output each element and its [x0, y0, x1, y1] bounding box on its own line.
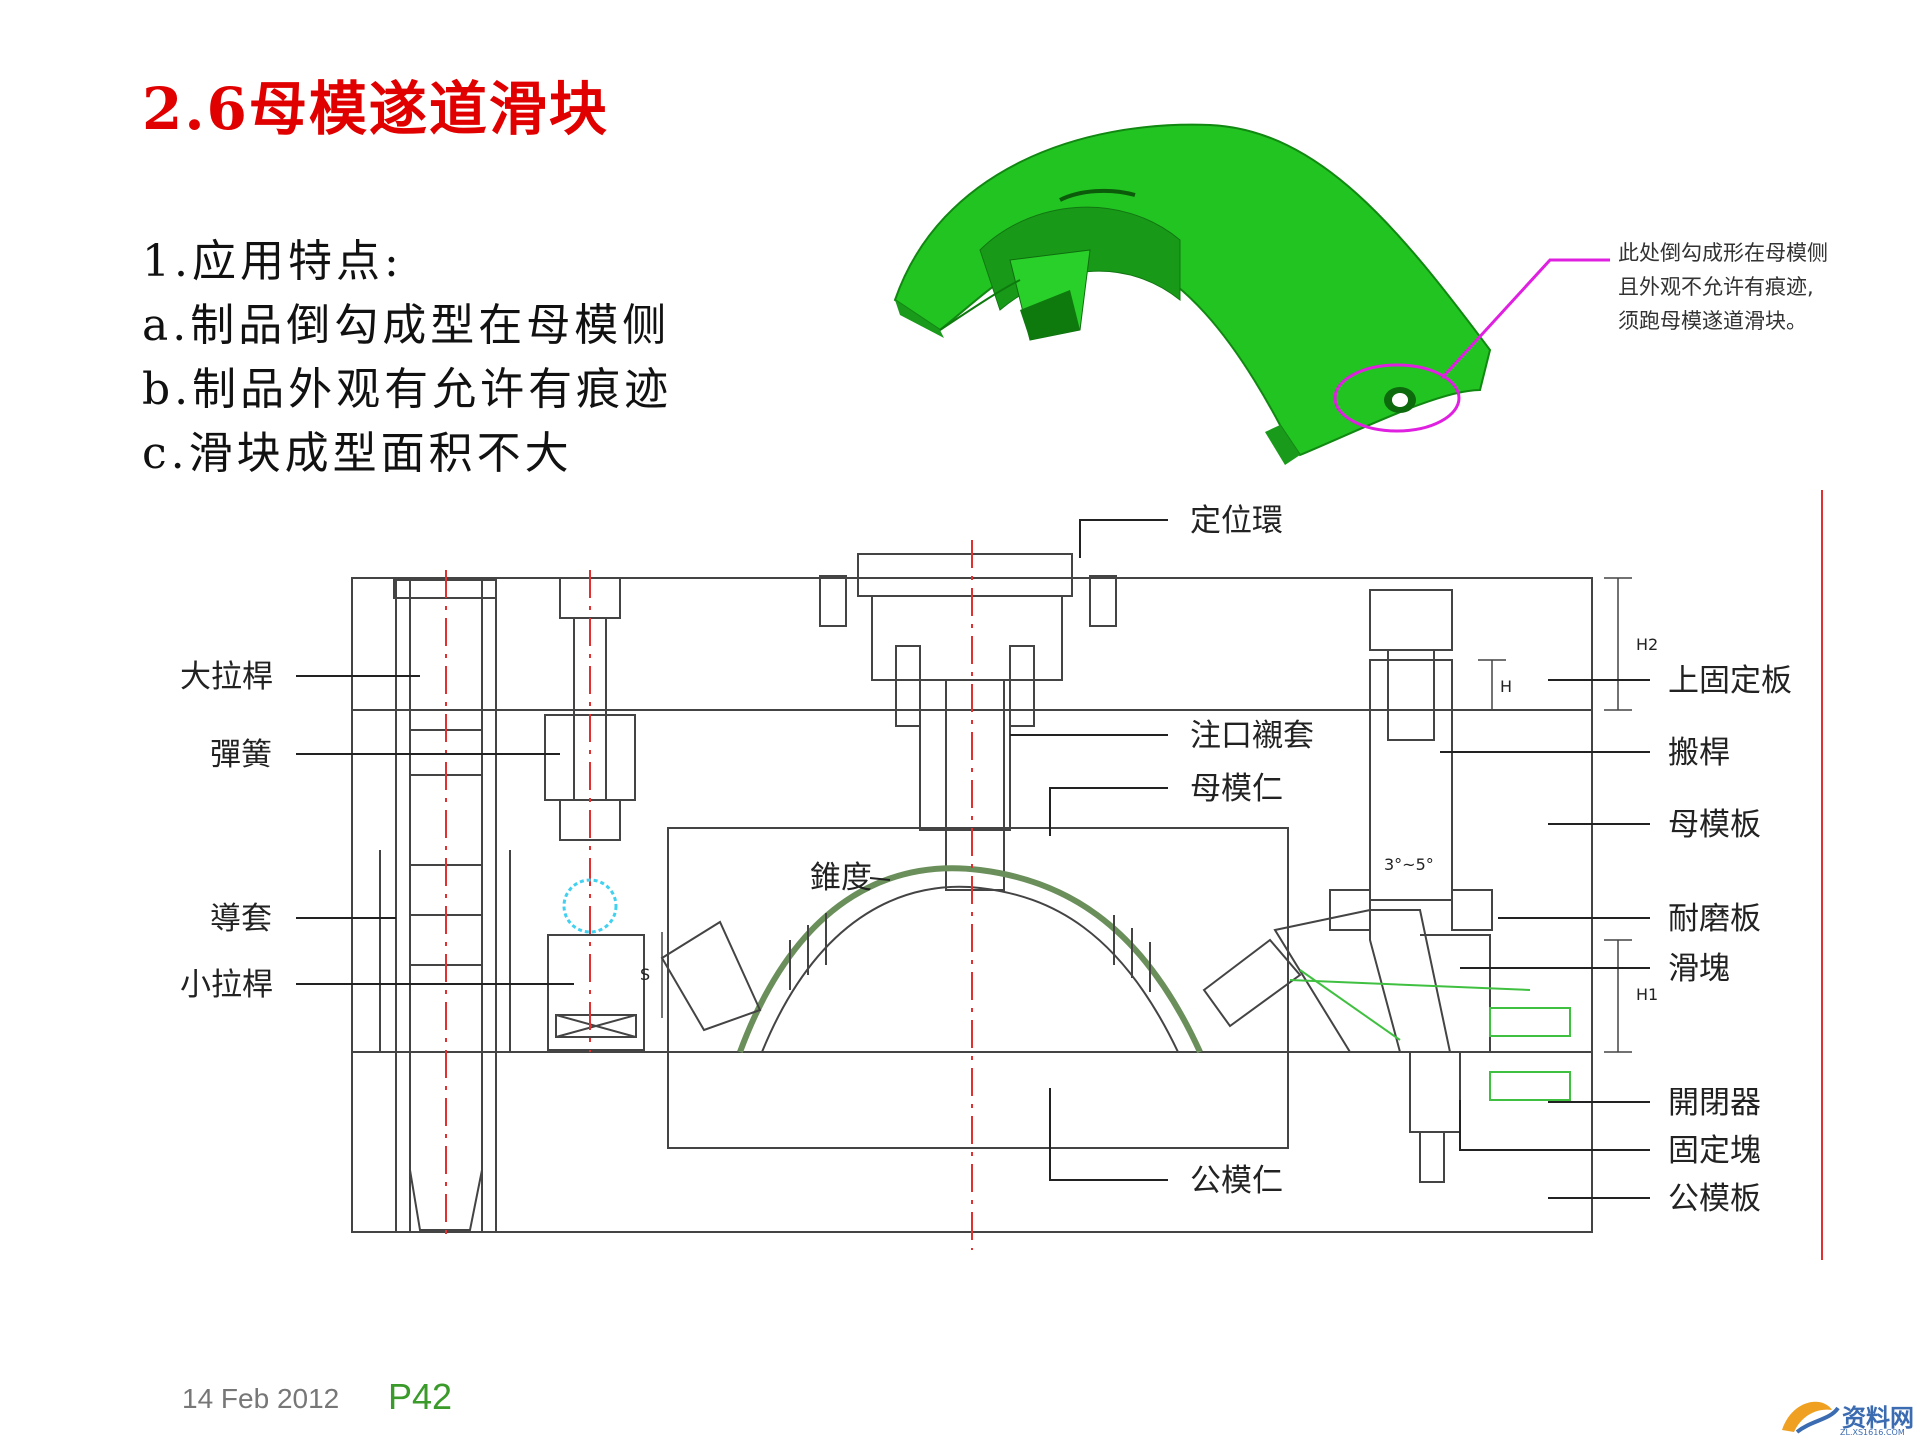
dim-h2: H2	[1636, 635, 1658, 654]
feature-heading: 1.应用特点:	[142, 236, 403, 287]
part-note-line: 此处倒勾成形在母模侧	[1618, 241, 1828, 265]
label-taper: 錐度	[810, 860, 872, 896]
label-core-plate: 公模板	[1668, 1181, 1761, 1217]
feature-item: b.制品外观有允许有痕迹	[142, 364, 673, 415]
label-slider: 滑塊	[1668, 951, 1730, 987]
label-locating-ring: 定位環	[1190, 503, 1283, 539]
label-guide-bush: 導套	[210, 901, 272, 937]
label-core-insert: 公模仁	[1190, 1163, 1283, 1199]
dim-s: S	[640, 965, 650, 984]
feature-item: c.滑块成型面积不大	[142, 428, 573, 479]
label-large-pull-rod: 大拉桿	[180, 659, 273, 695]
label-latch-lock: 開閉器	[1668, 1085, 1761, 1121]
watermark-text: 资料网	[1842, 1404, 1914, 1432]
feature-item: a.制品倒勾成型在母模侧	[142, 300, 671, 351]
dim-h: H	[1500, 677, 1512, 696]
label-sprue-bushing: 注口襯套	[1190, 718, 1314, 754]
label-cavity-insert: 母模仁	[1190, 771, 1283, 807]
watermark-url: ZL.XS1616.COM	[1840, 1428, 1905, 1437]
label-wear-plate: 耐磨板	[1668, 901, 1761, 937]
label-small-pull-rod: 小拉桿	[180, 967, 273, 1003]
part-note: 此处倒勾成形在母模侧 且外观不允许有痕迹, 须跑母模遂道滑块。	[1618, 236, 1828, 338]
label-cavity-plate: 母模板	[1668, 807, 1761, 843]
feature-list: 1.应用特点: a.制品倒勾成型在母模侧 b.制品外观有允许有痕迹 c.滑块成型…	[142, 230, 672, 486]
watermark-logo-icon	[1782, 1401, 1840, 1434]
part-note-line: 须跑母模遂道滑块。	[1618, 309, 1807, 333]
callout-line	[1440, 258, 1610, 380]
dim-angle: 3°~5°	[1384, 855, 1434, 874]
mold-cross-section: 大拉桿 彈簧 導套 小拉桿 定位環 注口襯套 母模仁 錐度 公模仁 上固定板 搬…	[180, 490, 1823, 1260]
label-lever: 搬桿	[1668, 735, 1730, 771]
label-top-clamp-plate: 上固定板	[1668, 663, 1792, 699]
dim-h1: H1	[1636, 985, 1658, 1004]
callout-ellipse	[1333, 363, 1461, 433]
footer-page-number: P42	[388, 1376, 453, 1417]
part-note-line: 且外观不允许有痕迹,	[1618, 275, 1814, 299]
label-spring: 彈簧	[210, 737, 272, 773]
page-title: 2.6母模遂道滑块	[142, 75, 609, 143]
footer-date: 14 Feb 2012	[182, 1383, 340, 1414]
label-fixed-block: 固定塊	[1668, 1133, 1761, 1169]
part-3d-illustration	[893, 123, 1610, 465]
